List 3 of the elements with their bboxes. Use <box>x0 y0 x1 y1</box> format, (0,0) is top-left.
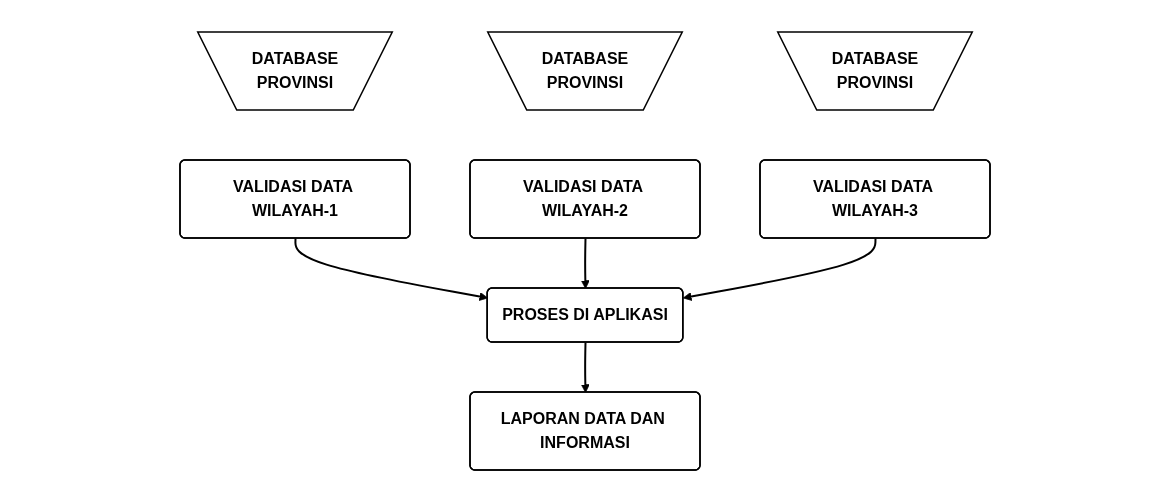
arrow <box>580 341 590 393</box>
arrow <box>682 237 876 301</box>
arrow <box>580 237 590 289</box>
